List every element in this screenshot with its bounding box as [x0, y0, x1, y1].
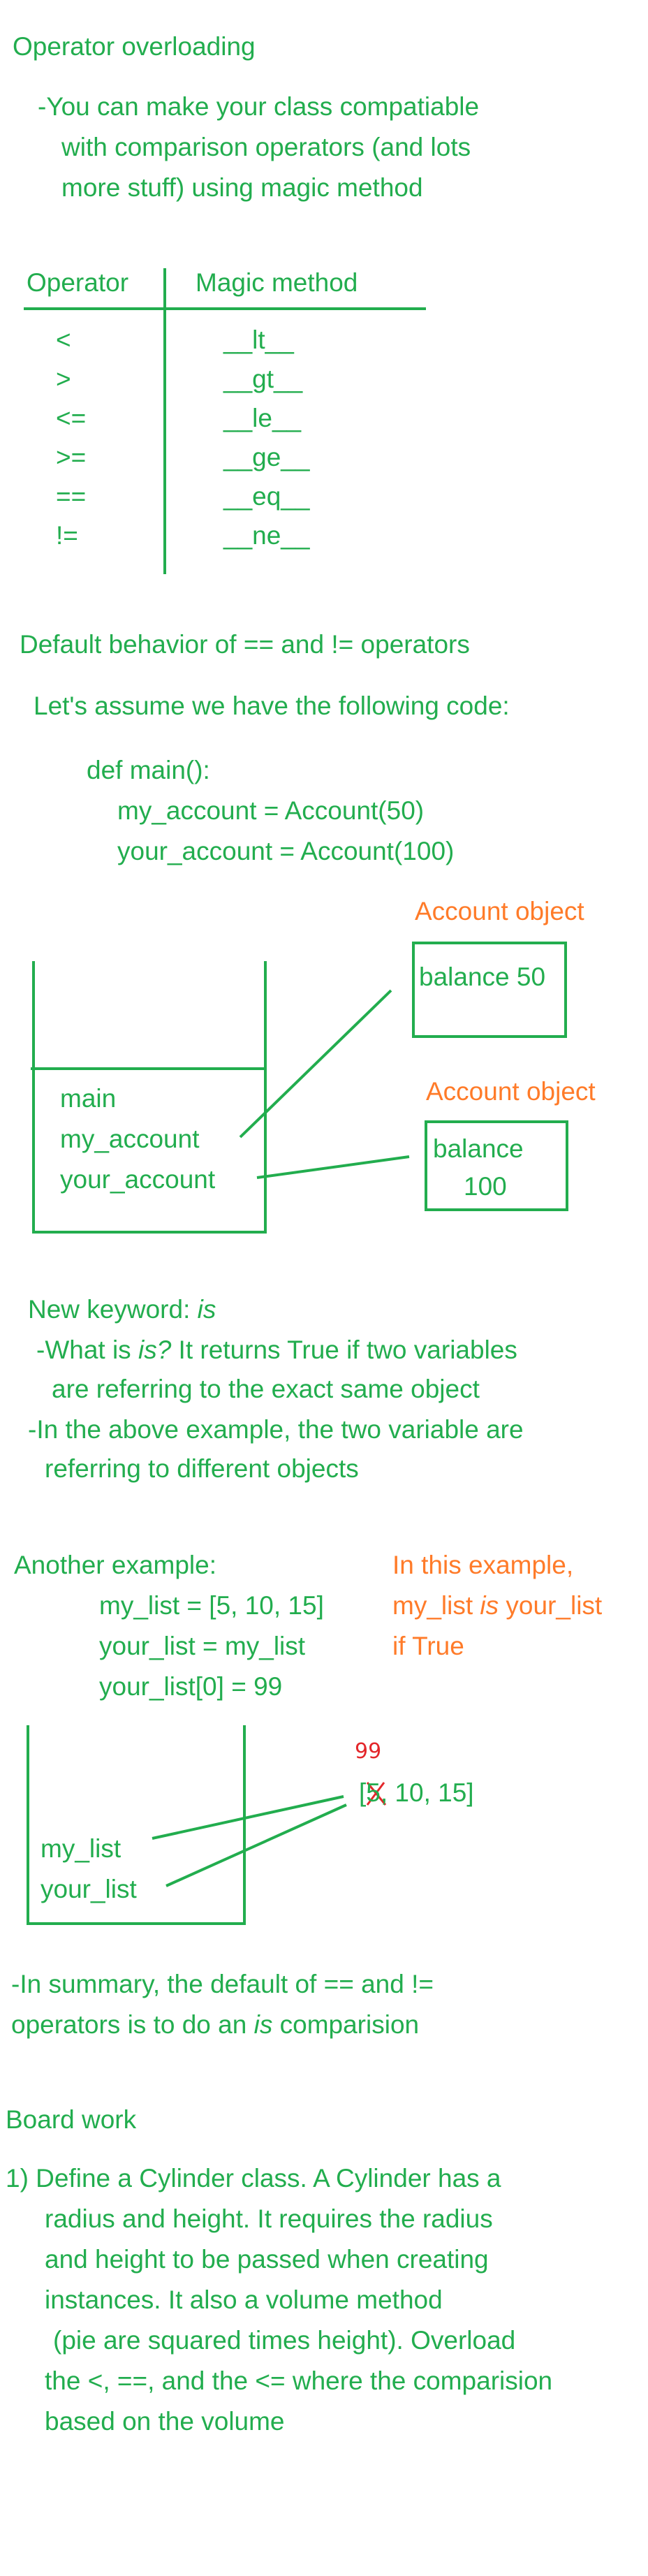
summary-line-2: operators is to do an is comparision — [11, 2009, 419, 2041]
code-line: def main(): — [87, 756, 210, 784]
strike-mark-2 — [366, 1782, 385, 1806]
your-account-arrow — [256, 1155, 410, 1179]
table-header-operator: Operator — [27, 268, 129, 297]
keyword-line-1-kw: is? — [138, 1335, 172, 1364]
assume-line: Let's assume we have the following code: — [34, 691, 510, 720]
list-object: [5, 10, 15] — [359, 1777, 474, 1809]
object-2-balance-value: 100 — [464, 1172, 507, 1201]
table-row-op: < — [56, 325, 71, 354]
list-frame-outline — [27, 1725, 246, 1925]
list-struck-value: 5 — [366, 1778, 381, 1807]
table-row-magic: __le__ — [223, 404, 302, 432]
code-line: my_account = Account(50) — [117, 796, 425, 825]
code-line: your_account = Account(100) — [117, 837, 455, 865]
intro-line-3: more stuff) using magic method — [61, 173, 423, 202]
board-line: and height to be passed when creating — [45, 2245, 489, 2274]
board-line: (pie are squared times height). Overload — [53, 2326, 516, 2355]
table-row-magic: __ge__ — [223, 443, 310, 471]
keyword-heading-text: New keyword: — [28, 1295, 198, 1324]
page-title: Operator overloading — [13, 32, 256, 61]
your-list-arrow — [165, 1803, 347, 1887]
note-a: my_list — [392, 1591, 480, 1620]
summary-line-1: -In summary, the default of == and != — [11, 1970, 434, 1998]
summary-b: comparision — [272, 2010, 420, 2039]
example-code-line: your_list = my_list — [99, 1632, 306, 1660]
table-row-op: != — [56, 521, 78, 550]
example-note-line-2: my_list is your_list — [392, 1590, 602, 1622]
keyword-line-3: -In the above example, the two variable … — [28, 1415, 524, 1444]
board-line: the <, ==, and the <= where the comparis… — [45, 2366, 553, 2395]
keyword-line-2: are referring to the exact same object — [52, 1375, 480, 1403]
board-line: instances. It also a volume method — [45, 2285, 443, 2314]
board-line: 1) Define a Cylinder class. A Cylinder h… — [6, 2164, 501, 2193]
example-note-line-1: In this example, — [392, 1551, 574, 1579]
example-code-line: your_list[0] = 99 — [99, 1672, 283, 1701]
frame-label-your-list: your_list — [40, 1875, 137, 1903]
keyword-is: is — [197, 1295, 216, 1324]
keyword-line-1: -What is is? It returns True if two vari… — [36, 1334, 517, 1366]
keyword-line-4: referring to different objects — [45, 1454, 359, 1483]
account-object-box-1 — [412, 942, 567, 1038]
note-b: your_list — [499, 1591, 603, 1620]
board-line: radius and height. It requires the radiu… — [45, 2204, 493, 2233]
table-row-op: <= — [56, 404, 87, 432]
frame-label-my-list: my_list — [40, 1834, 122, 1863]
note-kw: is — [480, 1591, 499, 1620]
keyword-line-1-prefix: -What is — [36, 1335, 138, 1364]
example-code-line: my_list = [5, 10, 15] — [99, 1591, 324, 1620]
table-row-magic: __eq__ — [223, 482, 310, 511]
summary-a: operators is to do an — [11, 2010, 254, 2039]
object-2-balance-label: balance — [433, 1134, 524, 1163]
table-row-op: == — [56, 482, 87, 511]
account-object-box-2 — [425, 1120, 568, 1211]
list-rest: , 10, 15] — [380, 1778, 474, 1807]
table-row-op: > — [56, 365, 71, 393]
table-row-magic: __ne__ — [223, 521, 310, 550]
section-heading: Default behavior of == and != operators — [20, 630, 470, 659]
annotation-99: 99 — [355, 1739, 382, 1764]
table-row-magic: __gt__ — [223, 365, 303, 393]
board-line: based on the volume — [45, 2407, 285, 2436]
example-note-line-3: if True — [392, 1632, 464, 1660]
keyword-heading: New keyword: is — [28, 1294, 216, 1326]
summary-kw: is — [253, 2010, 273, 2039]
example-heading: Another example: — [14, 1551, 217, 1579]
table-header-magic: Magic method — [196, 268, 358, 297]
intro-line-2: with comparison operators (and lots — [61, 133, 471, 161]
intro-line-1: -You can make your class compatiable — [38, 92, 480, 121]
frame-label-your-account: your_account — [60, 1165, 216, 1194]
table-row-magic: __lt__ — [223, 325, 294, 354]
board-heading: Board work — [6, 2105, 137, 2134]
object-1-balance: balance 50 — [419, 963, 546, 991]
frame-label-my-account: my_account — [60, 1125, 200, 1153]
my-list-arrow — [152, 1795, 344, 1840]
frame-label-main: main — [60, 1084, 117, 1113]
table-row-op: >= — [56, 443, 87, 471]
my-account-arrow — [239, 989, 392, 1139]
list-bracket: [ — [359, 1778, 367, 1807]
stack-frame-outline — [32, 961, 267, 1234]
keyword-line-1-suffix: It returns True if two variables — [171, 1335, 517, 1364]
object-caption-1: Account object — [415, 897, 584, 925]
object-caption-2: Account object — [426, 1077, 596, 1106]
